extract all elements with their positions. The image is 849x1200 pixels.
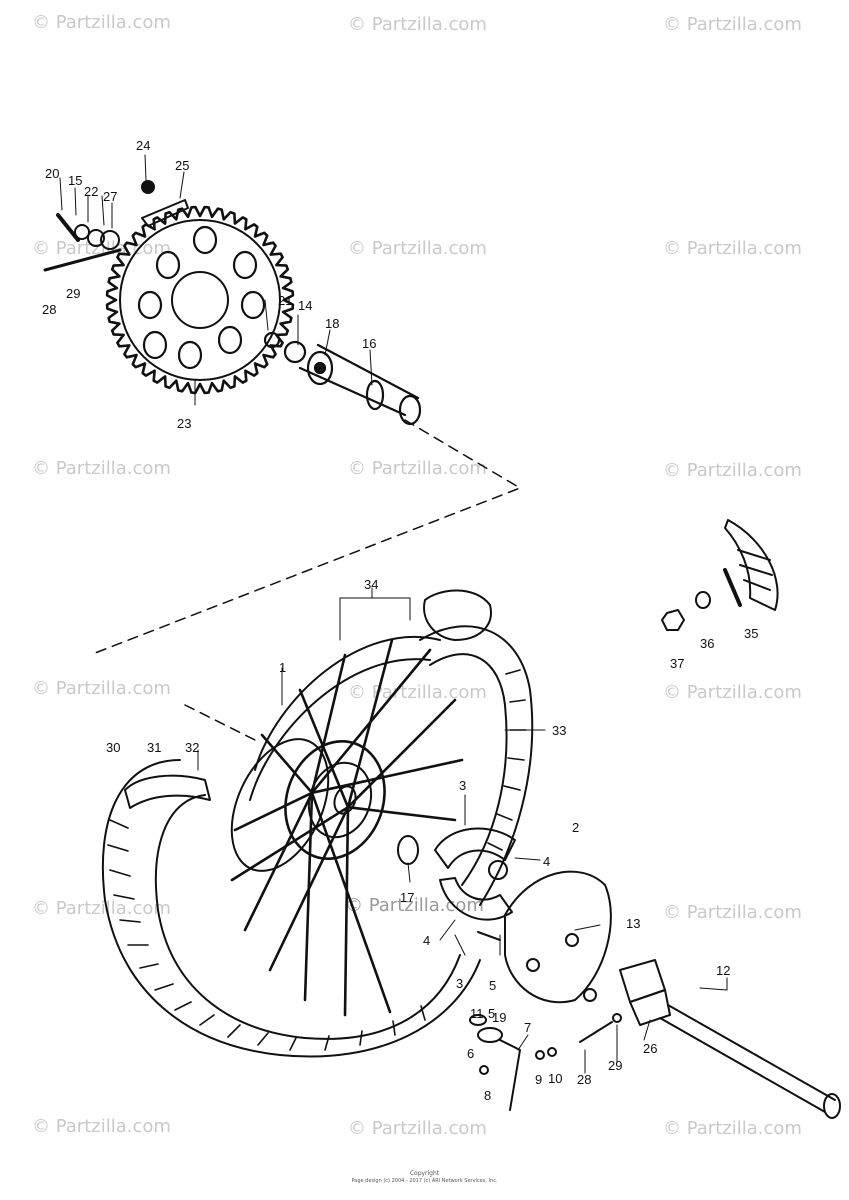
spoke — [303, 791, 314, 1002]
spoke — [346, 805, 457, 822]
spoke — [310, 791, 392, 1014]
footer-design-credit: Page design (c) 2004 - 2017 (c) ARI Netw… — [351, 1178, 498, 1184]
callout-31: 31 — [147, 740, 161, 755]
callout-17: 17 — [400, 890, 414, 905]
axle-part — [579, 959, 841, 1119]
callout-23: 23 — [177, 416, 191, 431]
callout-36: 36 — [700, 636, 714, 651]
callout-28: 28 — [42, 302, 56, 317]
callout-1: 1 — [279, 660, 286, 675]
spoke — [343, 805, 350, 1017]
callout-10: 10 — [548, 1071, 562, 1086]
watermark: © Partzilla.com — [32, 1116, 171, 1137]
watermark: © Partzilla.com — [348, 682, 487, 703]
watermark: © Partzilla.com — [348, 238, 487, 259]
watermark: © Partzilla.com — [348, 14, 487, 35]
callout-35: 35 — [744, 626, 758, 641]
sprocket-bolt-set — [43, 180, 189, 272]
callout-37: 37 — [670, 656, 684, 671]
watermark: © Partzilla.com — [32, 898, 171, 919]
callout-3: 3 — [456, 976, 463, 991]
callout-18: 18 — [325, 316, 339, 331]
callout-30: 30 — [106, 740, 120, 755]
leader-lines — [59, 154, 728, 1074]
spoke — [310, 758, 464, 795]
brake-guard-part — [661, 519, 779, 631]
spoke — [243, 791, 314, 932]
callout-6: 6 — [467, 1046, 474, 1061]
callout-14: 14 — [298, 298, 312, 313]
callout-16: 16 — [362, 336, 376, 351]
brake-panel-part — [434, 827, 612, 1004]
callout-8: 8 — [484, 1088, 491, 1103]
callout-5: 5 — [488, 1006, 495, 1021]
callout-15: 15 — [68, 173, 82, 188]
watermark: © Partzilla.com — [663, 460, 802, 481]
callout-7: 7 — [524, 1020, 531, 1035]
spoke — [260, 733, 314, 795]
callout-28: 28 — [577, 1072, 591, 1087]
sprocket-part — [105, 205, 295, 395]
callout-19: 19 — [492, 1010, 506, 1025]
watermark: © Partzilla.com — [348, 1118, 487, 1139]
spoke — [346, 698, 457, 809]
callout-20: 20 — [45, 166, 59, 181]
footer-copyright: Copyright — [409, 1170, 440, 1177]
callout-5: 5 — [489, 978, 496, 993]
watermark: © Partzilla.com — [663, 14, 802, 35]
assembly-dashed-lines — [89, 419, 521, 741]
rim-band-part — [124, 589, 492, 809]
brake-lever-part — [469, 1014, 557, 1111]
callout-25: 25 — [175, 158, 189, 173]
spoke — [310, 653, 347, 795]
callout-29: 29 — [66, 286, 80, 301]
watermark: © Partzilla.com — [32, 458, 171, 479]
callout-2: 2 — [572, 820, 579, 835]
callout-21: 21 — [278, 293, 292, 308]
callout-29: 29 — [608, 1058, 622, 1073]
callout-12: 12 — [716, 963, 730, 978]
spoke — [310, 648, 432, 795]
watermark: © Partzilla.com — [663, 682, 802, 703]
hub-shaft-part — [263, 331, 422, 426]
watermark: © Partzilla.com — [663, 1118, 802, 1139]
spoke — [233, 791, 314, 832]
callout-9: 9 — [535, 1072, 542, 1087]
callout-4: 4 — [423, 933, 430, 948]
watermark: © Partzilla.com — [32, 678, 171, 699]
wheel-hub-part — [230, 635, 464, 1017]
callout-22: 22 — [84, 184, 98, 199]
tire-part — [101, 625, 534, 1058]
callout-27: 27 — [103, 189, 117, 204]
watermark: © Partzilla.com — [663, 238, 802, 259]
watermark: © Partzilla.com — [32, 12, 171, 33]
callout-32: 32 — [185, 740, 199, 755]
watermark: © Partzilla.com — [663, 902, 802, 923]
watermark: © Partzilla.com — [348, 458, 487, 479]
callout-3: 3 — [459, 778, 466, 793]
callout-13: 13 — [626, 916, 640, 931]
callout-11: 11 — [470, 1006, 484, 1021]
callout-24: 24 — [136, 138, 150, 153]
callout-4: 4 — [543, 854, 550, 869]
callout-33: 33 — [552, 723, 566, 738]
callout-34: 34 — [364, 577, 378, 592]
callout-26: 26 — [643, 1041, 657, 1056]
